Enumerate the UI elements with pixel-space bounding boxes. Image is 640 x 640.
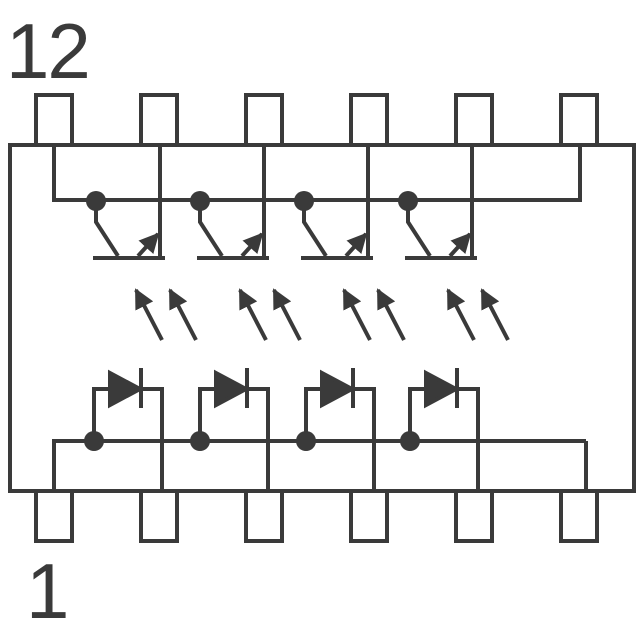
- diode-triangle: [424, 369, 461, 409]
- led-1: [84, 368, 164, 491]
- wiring: [52, 145, 588, 491]
- led-2: [190, 368, 270, 491]
- pin-top-11: [139, 93, 179, 147]
- emitter-arrow: [448, 232, 472, 258]
- anode-lead: [304, 387, 322, 441]
- bottom-pins: [34, 489, 599, 543]
- pin-bottom-6: [559, 489, 599, 543]
- leds: [84, 368, 480, 491]
- junction-dot: [190, 431, 210, 451]
- cathode-lead: [247, 387, 270, 491]
- top-pins: [34, 93, 599, 147]
- junction-dot: [84, 431, 104, 451]
- pin-12-label: 12: [6, 7, 91, 95]
- light-arrow-4: [272, 288, 302, 341]
- anode-lead: [92, 387, 110, 441]
- anode-lead: [408, 387, 426, 441]
- junction-dot: [190, 191, 210, 211]
- light-arrow-3: [238, 288, 268, 341]
- light-arrow-7: [446, 288, 476, 341]
- pin-1-label: 1: [26, 547, 69, 635]
- light-arrow-5: [342, 288, 372, 341]
- cathode-lead: [457, 387, 480, 491]
- junction-dot: [400, 431, 420, 451]
- pin-bottom-3: [244, 489, 284, 543]
- pin-bottom-2: [139, 489, 179, 543]
- top-wire-right: [474, 145, 582, 202]
- junction-dot: [86, 191, 106, 211]
- pin-top-8: [454, 93, 494, 147]
- phototransistor-3: [294, 146, 373, 260]
- cathode-lead: [141, 387, 164, 491]
- pin-top-9: [349, 93, 389, 147]
- pin-bottom-5: [454, 489, 494, 543]
- junction-dot: [398, 191, 418, 211]
- emitter-arrow: [344, 232, 368, 258]
- pin-top-7: [559, 93, 599, 147]
- junction-dot: [294, 191, 314, 211]
- pin-top-12: [34, 93, 74, 147]
- phototransistor-4: [398, 146, 477, 260]
- anode-lead: [198, 387, 216, 441]
- light-arrow-1: [134, 288, 164, 341]
- cathode-lead: [353, 387, 376, 491]
- pin-bottom-4: [349, 489, 389, 543]
- bottom-wire-left: [52, 439, 96, 491]
- top-wire-left: [52, 145, 160, 202]
- junction-dot: [296, 431, 316, 451]
- emitter-arrow: [240, 232, 264, 258]
- light-arrow-2: [168, 288, 198, 341]
- diode-triangle: [108, 369, 145, 409]
- light-arrows: [134, 288, 510, 341]
- light-arrow-8: [480, 288, 510, 341]
- emitter-arrow: [136, 232, 160, 258]
- phototransistor-2: [190, 146, 269, 260]
- light-arrow-6: [376, 288, 406, 341]
- pin-top-10: [244, 93, 284, 147]
- diode-triangle: [214, 369, 251, 409]
- diode-triangle: [320, 369, 357, 409]
- phototransistors: [86, 146, 477, 260]
- phototransistor-1: [86, 146, 165, 260]
- led-4: [400, 368, 480, 491]
- package-body: [8, 143, 636, 493]
- pin-bottom-1: [34, 489, 74, 543]
- led-3: [296, 368, 376, 491]
